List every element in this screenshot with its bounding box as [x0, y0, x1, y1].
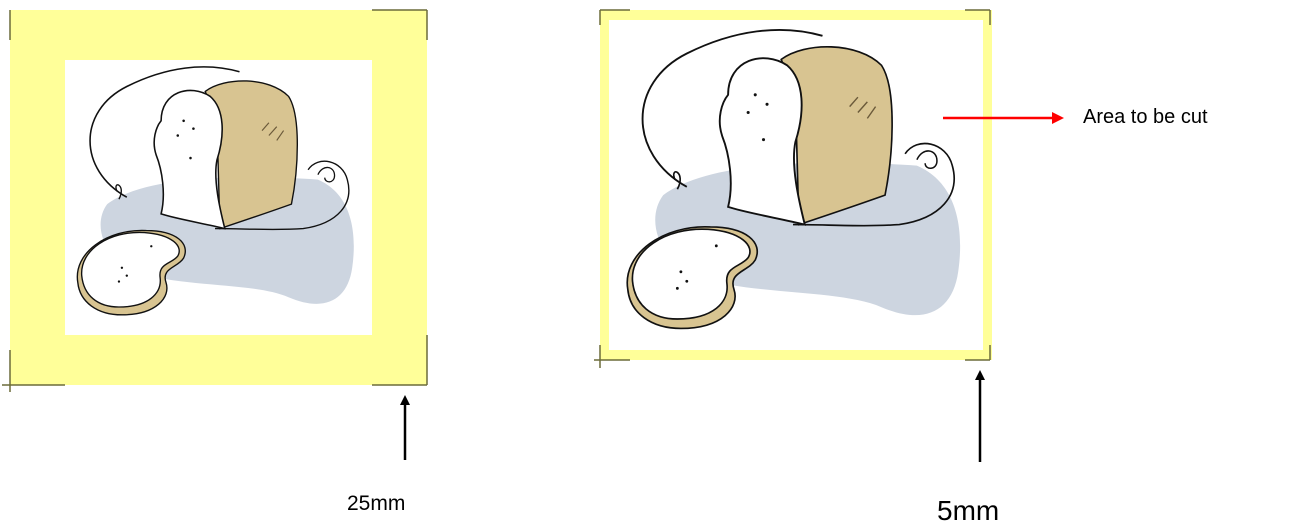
cut-area-label: Area to be cut [1083, 106, 1208, 128]
margin-label-left: 25mm [347, 492, 405, 515]
left-panel: 25mm [2, 10, 427, 515]
margin-label-right: 5mm [937, 495, 999, 526]
right-panel: 5mm Area to be cut [594, 10, 1208, 526]
